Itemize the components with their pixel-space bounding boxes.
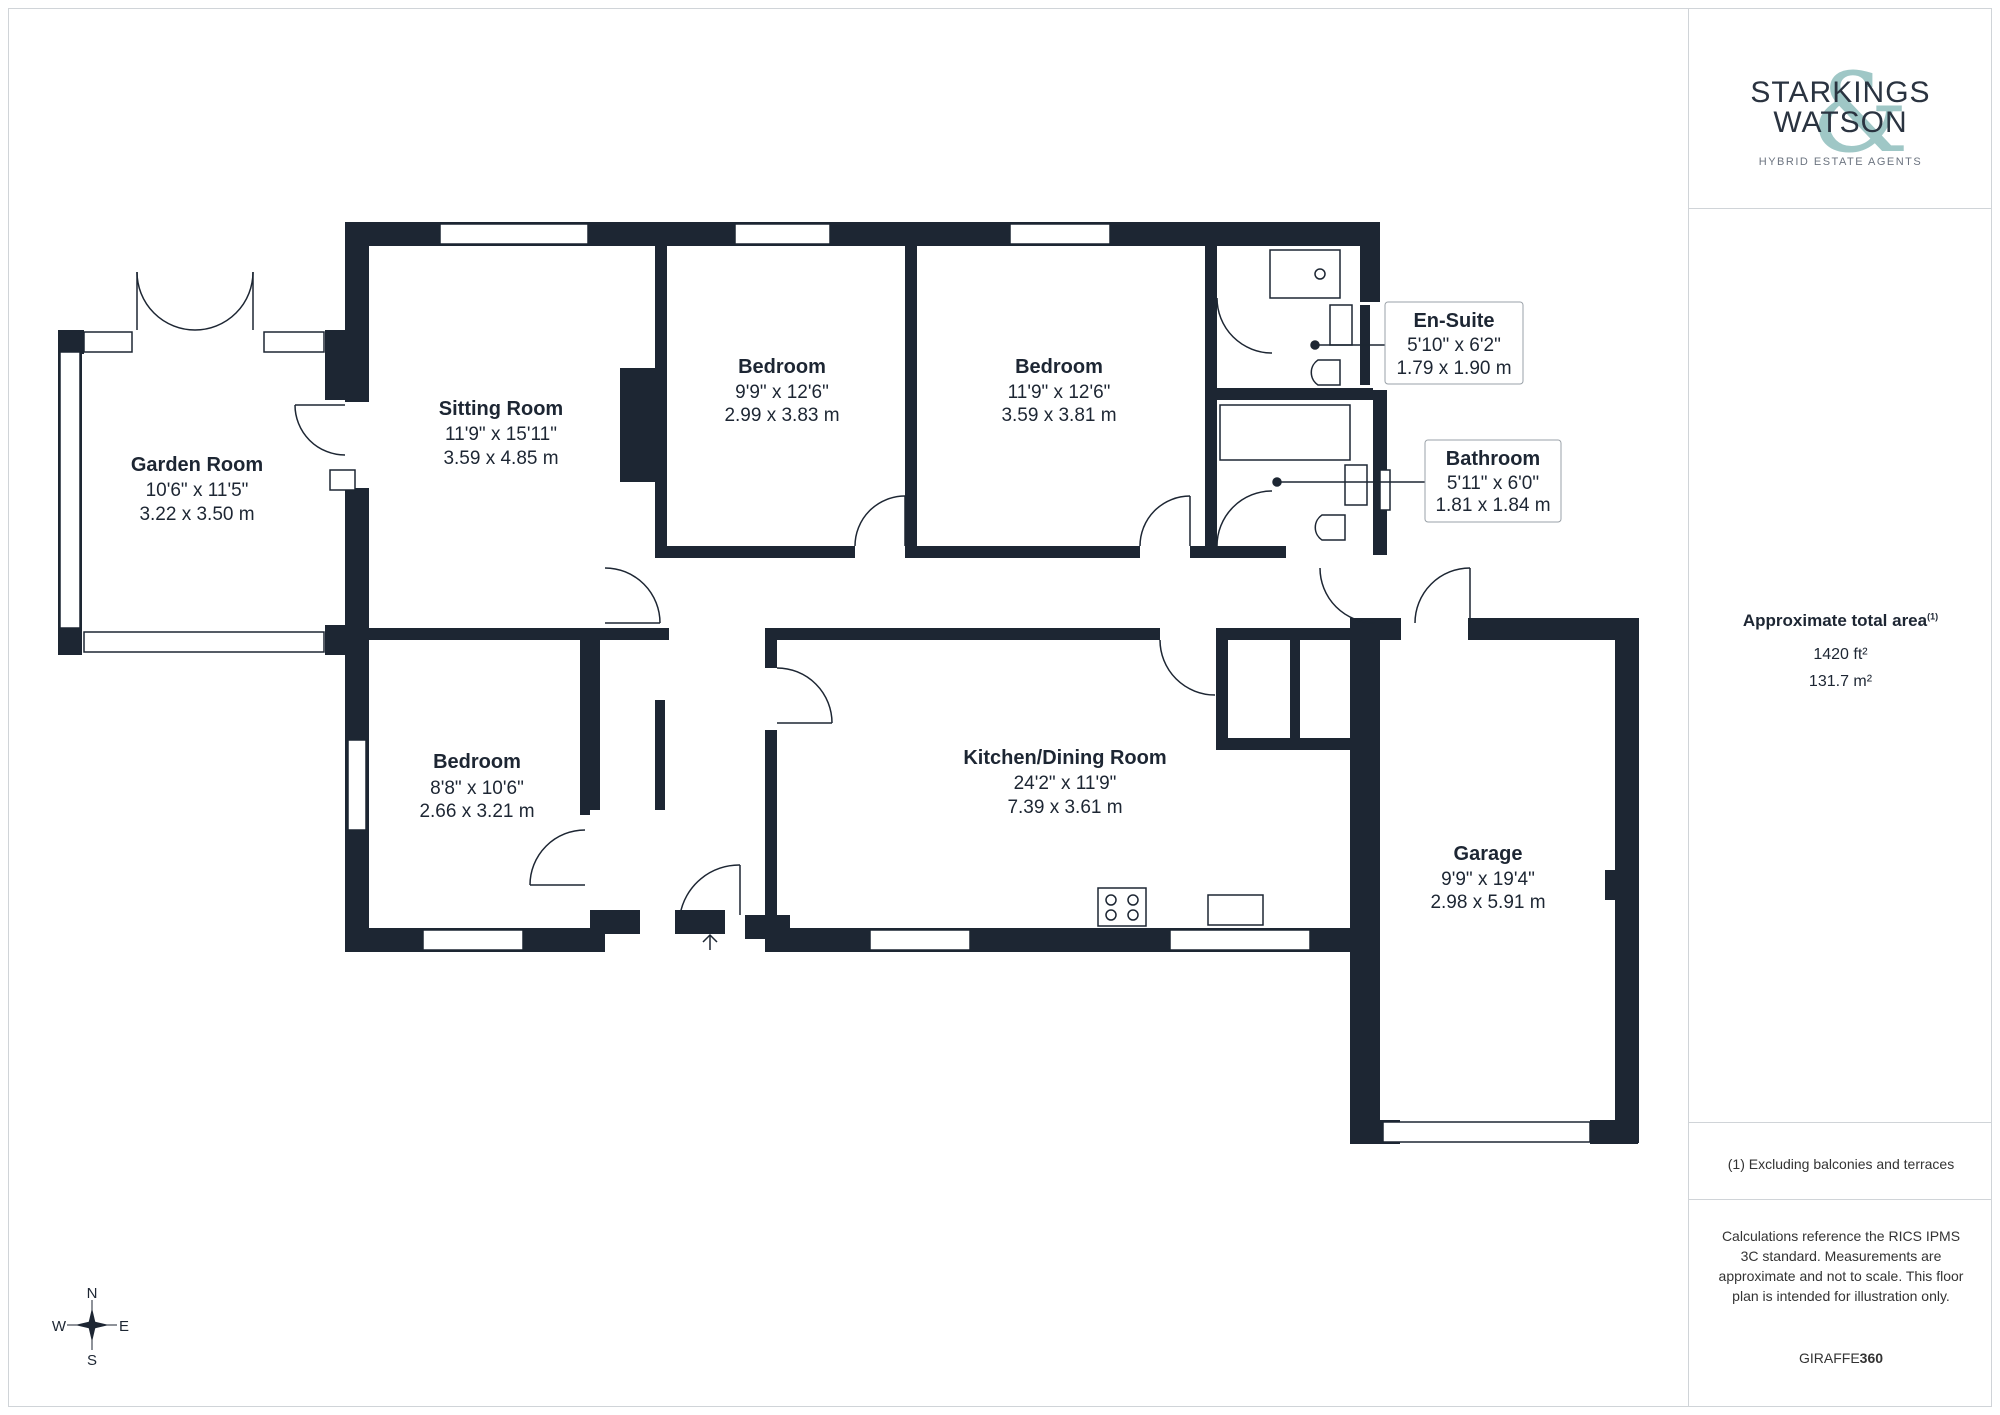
room-metric: 1.81 x 1.84 m (1435, 495, 1550, 516)
entrance-arrow-icon (702, 933, 718, 950)
logo-ampersand: & (1811, 49, 1909, 177)
room-metric: 2.66 x 3.21 m (419, 801, 534, 822)
disclaimer-note: Calculations reference the RICS IPMS 3C … (1718, 1228, 1964, 1304)
room-metric: 3.22 x 3.50 m (139, 504, 254, 525)
room-bedroom-2: Bedroom 11'9" x 12'6" 3.59 x 3.81 m (1001, 356, 1116, 426)
room-imperial: 11'9" x 15'11" (445, 424, 557, 445)
compass-south: S (87, 1352, 97, 1369)
room-imperial: 9'9" x 19'4" (1441, 869, 1535, 890)
compass-rose-icon: N S E W (52, 1285, 129, 1369)
room-bedroom-3: Bedroom 8'8" x 10'6" 2.66 x 3.21 m (419, 751, 534, 822)
divider (1689, 1199, 1992, 1200)
en-suite-label-box (1384, 301, 1524, 385)
compass-east: E (119, 1318, 129, 1335)
footer-brand-number: 360 (1859, 1350, 1884, 1366)
room-imperial: 10'6" x 11'5" (146, 480, 249, 501)
room-imperial: 24'2" x 11'9" (1014, 773, 1117, 794)
info-sidebar: & STARKINGS WATSON HYBRID ESTATE AGENTS … (1688, 8, 1992, 1407)
room-name: Garage (1454, 843, 1523, 865)
room-metric: 1.79 x 1.90 m (1396, 358, 1511, 379)
room-name: Garden Room (131, 454, 263, 476)
footer-brand-name: GIRAFFE (1798, 1350, 1860, 1366)
doors (136, 271, 1471, 916)
room-sitting-room: Sitting Room 11'9" x 15'11" 3.59 x 4.85 … (439, 398, 563, 469)
logo-line-2: WATSON (1773, 106, 1908, 139)
room-metric: 2.99 x 3.83 m (724, 405, 839, 426)
exclusion-note: (1) Excluding balconies and terraces (1727, 1156, 1955, 1172)
footer-brand: GIRAFFE360 (1715, 1348, 1967, 1368)
room-imperial: 11'9" x 12'6" (1008, 382, 1111, 403)
area-sqm: 131.7 m² (1808, 673, 1873, 690)
room-metric: 2.98 x 5.91 m (1430, 892, 1545, 913)
area-footnote-marker: (1) (1927, 611, 1939, 622)
brand-logo: & STARKINGS WATSON HYBRID ESTATE AGENTS (1689, 8, 1992, 208)
room-leaders (1272, 340, 1430, 487)
page-frame (8, 8, 1992, 1407)
room-metric: 3.59 x 3.81 m (1001, 405, 1116, 426)
divider (1689, 208, 1992, 209)
room-metric: 3.59 x 4.85 m (443, 448, 558, 469)
room-metric: 7.39 x 3.61 m (1007, 797, 1122, 818)
room-name: Bedroom (738, 356, 826, 378)
logo-tagline: HYBRID ESTATE AGENTS (1758, 156, 1923, 168)
room-name: Bathroom (1446, 448, 1540, 470)
room-bathroom: Bathroom 5'11" x 6'0" 1.81 x 1.84 m (1435, 448, 1550, 516)
windows (59, 223, 1591, 1143)
area-label: Approximate total area (1742, 611, 1928, 630)
room-imperial: 5'11" x 6'0" (1447, 473, 1539, 494)
room-en-suite: En-Suite 5'10" x 6'2" 1.79 x 1.90 m (1396, 310, 1511, 379)
room-name: Kitchen/Dining Room (963, 747, 1166, 769)
room-name: Sitting Room (439, 398, 563, 420)
room-name: En-Suite (1413, 310, 1494, 332)
room-name: Bedroom (433, 751, 521, 773)
room-bedroom-1: Bedroom 9'9" x 12'6" 2.99 x 3.83 m (724, 356, 839, 426)
room-name: Bedroom (1015, 356, 1103, 378)
fixtures (1097, 249, 1368, 927)
floor-plan: Garden Room 10'6" x 11'5" 3.22 x 3.50 m … (52, 222, 1639, 1369)
area-sqft: 1420 ft² (1813, 646, 1868, 663)
divider (1689, 1122, 1992, 1123)
room-imperial: 8'8" x 10'6" (430, 778, 524, 799)
logo-line-1: STARKINGS (1750, 76, 1931, 109)
room-kitchen: Kitchen/Dining Room 24'2" x 11'9" 7.39 x… (963, 747, 1166, 818)
compass-west: W (52, 1318, 67, 1335)
room-imperial: 5'10" x 6'2" (1407, 335, 1501, 356)
area-title: Approximate total area(1) (1689, 611, 1992, 631)
compass-north: N (87, 1285, 98, 1302)
room-imperial: 9'9" x 12'6" (735, 382, 829, 403)
room-garage: Garage 9'9" x 19'4" 2.98 x 5.91 m (1430, 843, 1545, 913)
room-garden-room: Garden Room 10'6" x 11'5" 3.22 x 3.50 m (131, 454, 263, 525)
bathroom-label-box (1424, 439, 1562, 523)
